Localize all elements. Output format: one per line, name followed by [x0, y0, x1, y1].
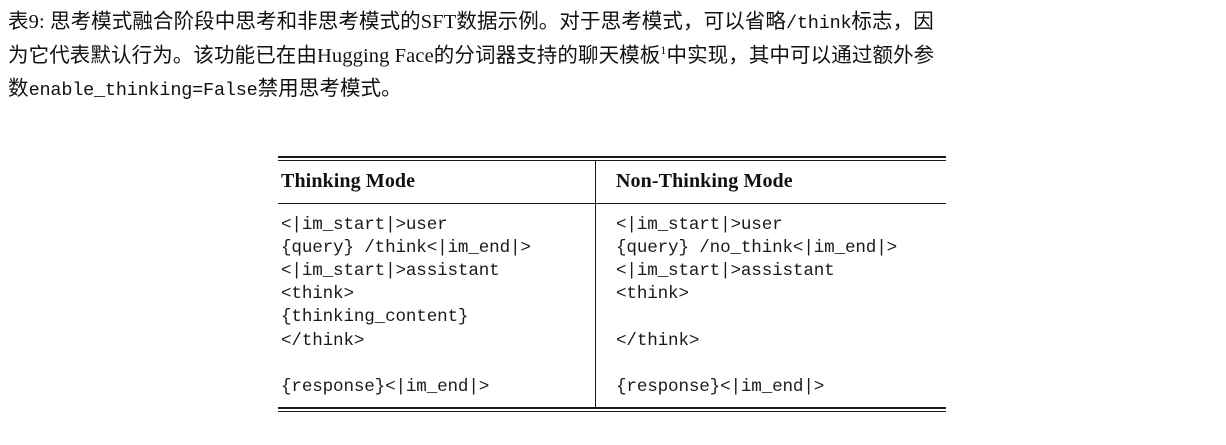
- caption-line-1: 表9: 思考模式融合阶段中思考和非思考模式的SFT数据示例。对于思考模式，可以省…: [8, 6, 1220, 40]
- code-block-non-thinking-mode: <|im_start|>user {query} /no_think<|im_e…: [616, 214, 898, 397]
- table-row: <|im_start|>user {query} /think<|im_end|…: [278, 203, 946, 408]
- table-body-grid: <|im_start|>user {query} /think<|im_end|…: [278, 203, 946, 408]
- cell-non-thinking-mode-template: <|im_start|>user {query} /no_think<|im_e…: [595, 203, 946, 408]
- table-bottom-rule: [278, 407, 946, 412]
- caption-line-3: 数enable_thinking=False禁用思考模式。: [8, 73, 1220, 107]
- column-header-thinking-mode: Thinking Mode: [281, 169, 416, 192]
- table-header-row: Thinking Mode Non-Thinking Mode: [278, 160, 946, 203]
- caption-line-3-text-b: 禁用思考模式。: [257, 78, 402, 100]
- table-mid-rule: [278, 202, 946, 204]
- caption-line-1-text-a: 表9: 思考模式融合阶段中思考和非思考模式的SFT数据示例。对于思考模式，可以省…: [8, 11, 786, 33]
- caption-line-3-text-a: 数: [8, 78, 29, 100]
- caption-line-1-text-b: 标志，因: [851, 11, 934, 33]
- header-vertical-divider: [595, 160, 596, 203]
- table-top-rule: [278, 156, 946, 161]
- body-vertical-divider: [595, 203, 596, 408]
- sft-data-example-table: Thinking Mode Non-Thinking Mode <|im_sta…: [278, 156, 946, 412]
- caption-inline-code-enable-thinking: enable_thinking=False: [28, 80, 258, 101]
- column-header-non-thinking-mode-label: Non-Thinking Mode: [616, 169, 793, 192]
- caption-line-2: 为它代表默认行为。该功能已在由Hugging Face的分词器支持的聊天模板1中…: [8, 40, 1220, 73]
- code-block-thinking-mode: <|im_start|>user {query} /think<|im_end|…: [281, 214, 531, 397]
- cell-thinking-mode-template: <|im_start|>user {query} /think<|im_end|…: [278, 204, 595, 408]
- footnote-marker: 1: [660, 43, 667, 58]
- caption-line-2-text-a: 为它代表默认行为。该功能已在由Hugging Face的分词器支持的聊天模板: [8, 45, 661, 67]
- column-header-non-thinking-mode: Non-Thinking Mode: [595, 160, 946, 203]
- table-grid: Thinking Mode Non-Thinking Mode: [278, 160, 946, 203]
- table-caption: 表9: 思考模式融合阶段中思考和非思考模式的SFT数据示例。对于思考模式，可以省…: [8, 6, 1220, 107]
- caption-inline-code-think: /think: [786, 13, 852, 34]
- caption-line-2-text-b: 中实现，其中可以通过额外参: [666, 45, 935, 67]
